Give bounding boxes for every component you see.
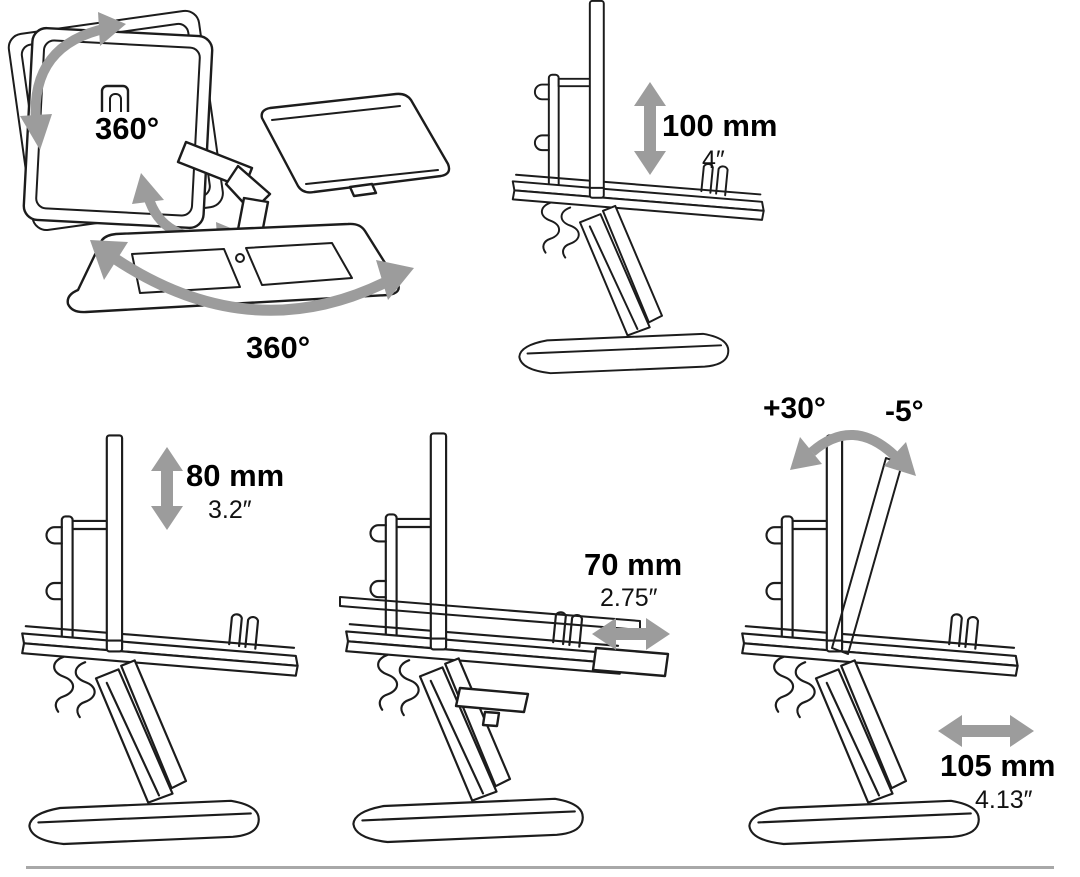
base-plate <box>66 222 400 314</box>
tray-depth-value-label: 70 mm <box>584 547 683 582</box>
height-lower-inches-label: 3.2″ <box>208 496 252 524</box>
monitor-rotation-label: 360° <box>92 112 163 145</box>
figure-depth-adjust-70mm <box>339 432 670 844</box>
arrowhead-icon <box>20 114 52 150</box>
base-rotation-arrow <box>110 253 393 316</box>
tray-depth-inches-label: 2.75″ <box>600 584 658 612</box>
arrowhead-icon <box>790 437 822 470</box>
notebook-tray <box>260 92 451 198</box>
figure-tilt-adjust <box>741 429 1034 846</box>
tray-latch <box>454 686 530 714</box>
vertical-arrow-icon <box>634 82 666 175</box>
figure-height-adjust-100mm <box>511 0 765 375</box>
arrowhead-icon <box>884 442 916 476</box>
height-raise-value-label: 100 mm <box>662 108 778 143</box>
horizontal-arrow-icon <box>938 715 1034 747</box>
arrowhead-icon <box>132 173 164 204</box>
arrowhead-icon <box>90 240 128 280</box>
tray-ghost <box>339 596 641 631</box>
tilt-down-label: -5° <box>885 395 924 428</box>
horizontal-arrow-icon <box>592 618 670 650</box>
monitor-rotation-arrow <box>30 23 110 123</box>
travel-value-label: 105 mm <box>940 748 1056 783</box>
tilt-arrow <box>808 429 899 460</box>
bottom-divider <box>26 866 1054 869</box>
tray-latch-tab <box>481 710 501 728</box>
arrowhead-icon <box>376 260 414 300</box>
base-rotation-label: 360° <box>246 330 311 365</box>
height-lower-value-label: 80 mm <box>186 458 285 493</box>
travel-inches-label: 4.13″ <box>975 786 1033 814</box>
height-raise-inches-label: 4″ <box>702 146 725 174</box>
vertical-arrow-icon <box>151 447 183 530</box>
figure-swivel-rotation <box>7 9 451 316</box>
arrowhead-icon <box>98 12 126 46</box>
tray-extension <box>591 646 670 678</box>
tilt-up-label: +30° <box>763 392 826 425</box>
figure-height-adjust-80mm <box>21 434 299 846</box>
